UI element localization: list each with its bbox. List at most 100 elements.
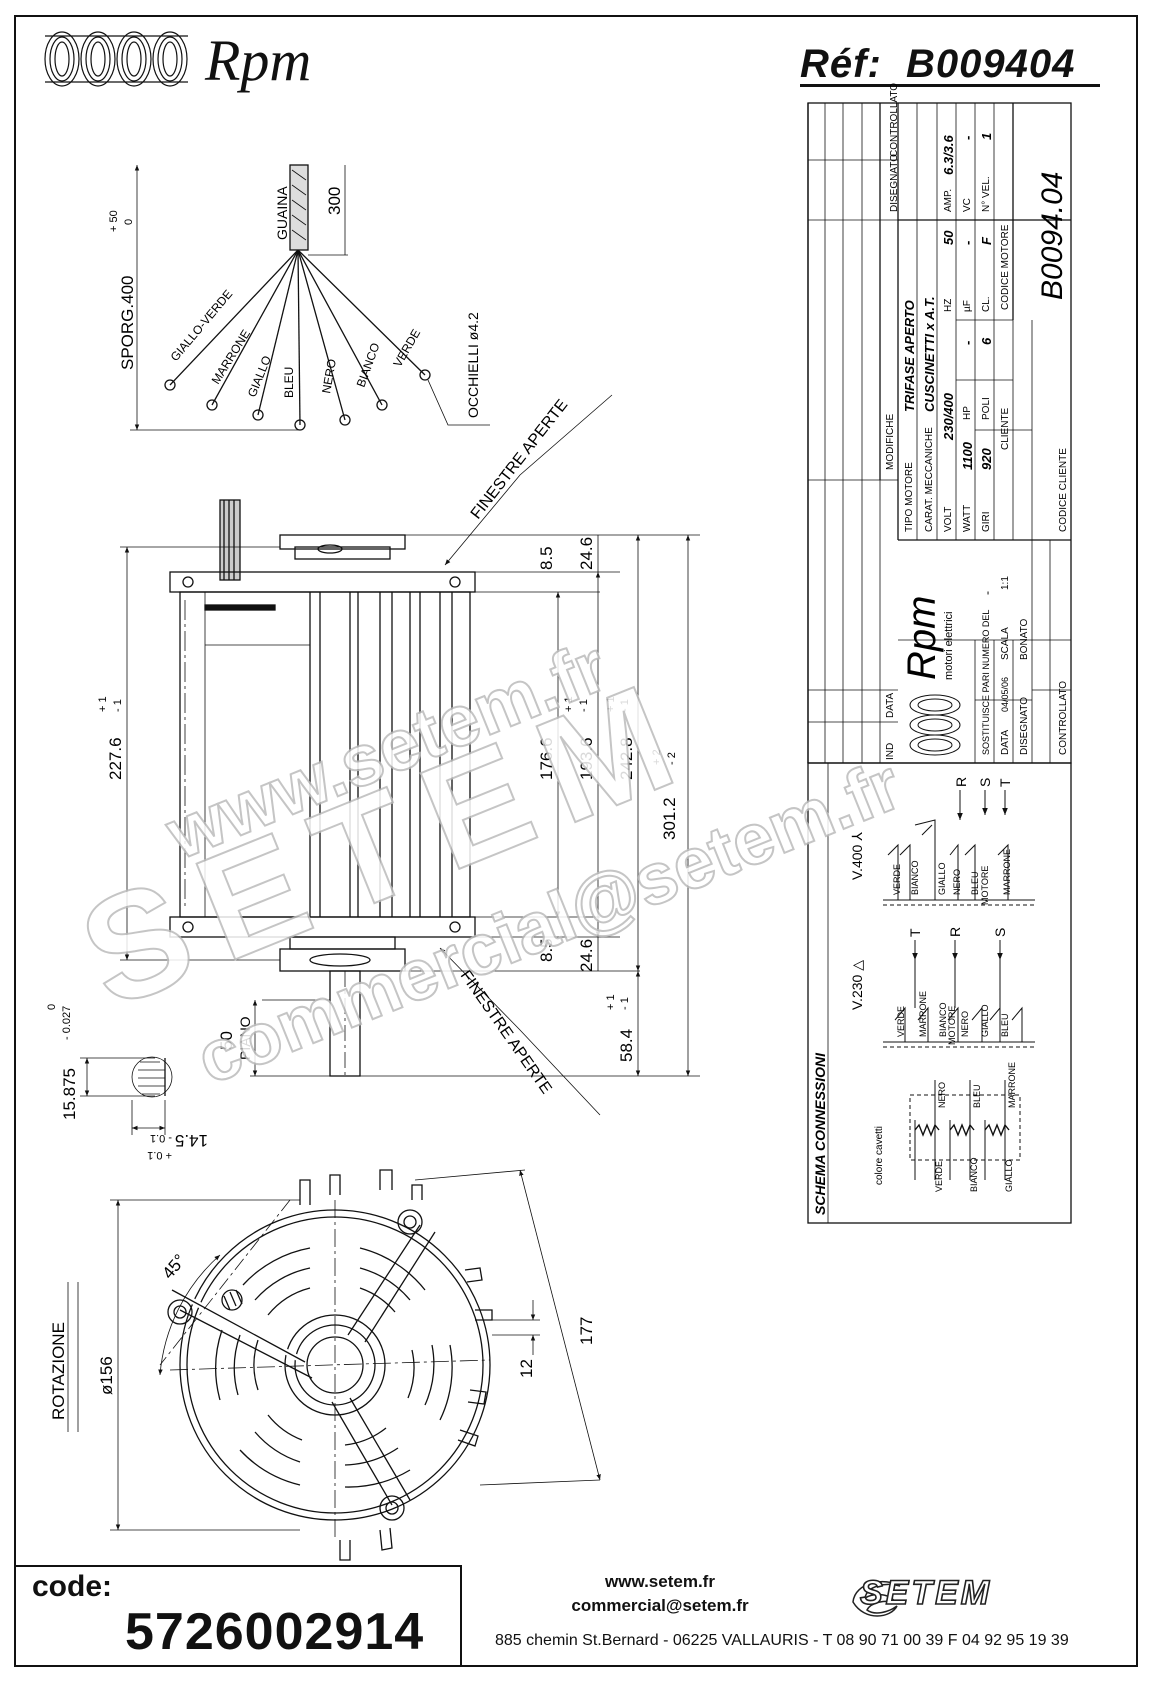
guaina-length: 300	[325, 187, 344, 215]
tb-codice-cliente-label: CODICE CLIENTE	[1058, 448, 1069, 532]
tb-logo-sub: motori elettrici	[943, 612, 955, 680]
coil-top-wire: NERO	[937, 1082, 947, 1108]
sporg-label: SPORG.400	[118, 276, 137, 371]
tb-amp-value: 6.3/3.6	[941, 134, 956, 175]
watermark: www.setem.fr SETEM commercial@setem.fr	[58, 625, 913, 1101]
wire-label: BIANCO	[354, 341, 383, 389]
v230-wire: NERO	[960, 1011, 970, 1037]
tb-giri-value: 920	[979, 448, 994, 470]
tb-uf-label: µF	[962, 300, 973, 312]
tb-giri-label: GIRI	[981, 511, 992, 532]
v230-wire: MARRONE	[918, 991, 928, 1037]
phase-R-delta: R	[947, 927, 963, 937]
wiring-harness	[130, 164, 490, 431]
tb-disegnato: DISEGNATO	[889, 154, 900, 212]
v230-wire: BIANCO	[938, 1002, 948, 1037]
coil-bottom-wire: GIALLO	[1004, 1159, 1014, 1192]
phase-R: R	[953, 777, 969, 787]
flat-tol-minus: - 0.1	[150, 1132, 172, 1144]
tb-scala-value: 1:1	[1000, 576, 1011, 590]
coil-top-wire: MARRONE	[1007, 1062, 1017, 1108]
dim-193-tol: + 1	[563, 696, 575, 712]
wire-label: BLEU	[282, 367, 296, 398]
piano-label: PIANO	[237, 1016, 253, 1060]
tb-volt-label: VOLT	[943, 507, 954, 532]
tb-logo-brand: Rpm	[900, 596, 944, 680]
dim-242-tol: - 1	[619, 699, 631, 712]
tb-nvel-label: N° VEL.	[981, 176, 992, 212]
tb-sostituisce: SOSTITUISCE PARI NUMERO DEL	[981, 610, 991, 755]
dim-176: 176.6	[537, 737, 556, 780]
tb-sostituisce-value: -	[980, 591, 994, 595]
wire-label: GIALLO	[245, 354, 274, 399]
dim-58-tol: + 1	[605, 994, 617, 1010]
tb-nvel-value: 1	[979, 133, 994, 140]
tb-data-label: DATA	[1000, 729, 1011, 755]
tb-vc-value: -	[960, 136, 975, 140]
front-diameter: ø156	[97, 1356, 116, 1395]
header-brand: Rpm	[205, 28, 312, 93]
tb-logo-coil-icon	[909, 694, 961, 756]
dim-58: 58.4	[617, 1029, 636, 1062]
tb-codice-motore-label: CODICE MOTORE	[1000, 224, 1011, 310]
dim-58-tol: - 1	[619, 997, 631, 1010]
v230-wire: BLEU	[1000, 1013, 1010, 1037]
colore-cavetti: colore cavetti	[874, 1126, 885, 1185]
tb-controllato: CONTROLLATO	[889, 83, 900, 157]
v400-label: V.400 ⅄	[849, 832, 865, 880]
side-view-dimensions	[80, 394, 700, 1135]
tb-scala-label: SCALA	[1000, 627, 1011, 660]
code-value: 5726002914	[125, 1603, 425, 1661]
v400-wire: MARRONE	[1002, 849, 1012, 895]
v400-wire: BLEU	[970, 871, 980, 895]
v400-wire: VERDE	[892, 864, 902, 895]
v400-motore: MOTORE	[980, 866, 990, 905]
schema-wiring	[883, 790, 1035, 1180]
email-link[interactable]: commercial@setem.fr	[571, 1596, 749, 1615]
tb-watt-label: WATT	[962, 505, 973, 532]
tb-poli-value: 6	[979, 337, 994, 345]
motor-front-view	[67, 1169, 601, 1561]
dim-24-6-bot: 24.6	[577, 939, 596, 972]
dim-227: 227.6	[106, 737, 125, 780]
v230-label: V.230 △	[849, 960, 865, 1010]
dim-24-6-top: 24.6	[577, 537, 596, 570]
website-link[interactable]: www.setem.fr	[605, 1572, 715, 1591]
drawing-sheet-border	[14, 15, 1138, 1667]
tb-disegnato-value: BONATO	[1019, 618, 1030, 660]
dim-242: 242.8	[617, 737, 636, 780]
contact-block: www.setem.fr commercial@setem.fr	[480, 1570, 840, 1618]
title-block-grid	[807, 102, 1072, 764]
reference-number: Réf: B009404	[800, 42, 1076, 86]
tb-hz-value: 50	[941, 230, 956, 245]
schema-labels: R S T T R S VERDE BIANCO GIALLO NERO BLE…	[892, 777, 1017, 1192]
rpm-coil-logo-icon	[44, 31, 188, 87]
tb-cl-value: F	[979, 236, 994, 245]
tb-vc-label: VC	[962, 198, 973, 212]
tb-tipo-motore-value: TRIFASE APERTO	[902, 300, 917, 412]
tb-carat-label: CARAT. MECCANICHE	[924, 427, 935, 532]
shaft-dia-tol: - 0.027	[61, 1006, 73, 1040]
tb-data-value: 04/05/06	[1000, 677, 1010, 712]
v400-wire: BIANCO	[910, 860, 920, 895]
wire-label: NERO	[319, 358, 339, 395]
phase-S: S	[977, 778, 993, 787]
sporg-tol-plus: + 50	[108, 210, 120, 232]
schema-title: SCHEMA CONNESSIONI	[812, 1052, 828, 1215]
v230-wire: GIALLO	[980, 1004, 990, 1037]
v230-motore: MOTORE	[947, 1006, 957, 1045]
dim-227-tol: + 1	[97, 696, 109, 712]
coil-top-wire: BLEU	[972, 1084, 982, 1108]
v400-wire: NERO	[952, 869, 962, 895]
dim-8-5-top: 8.5	[537, 546, 556, 570]
tb-hz-label: HZ	[943, 299, 954, 312]
shaft-diameter: 15.875	[60, 1068, 79, 1120]
shaft-50: 50	[217, 1031, 236, 1050]
wire-label: VERDE	[390, 327, 423, 370]
tb-hp-value: -	[960, 341, 975, 345]
dim-193-tol: - 1	[578, 699, 590, 712]
wire-label: MARRONE	[209, 327, 253, 386]
dim-301-tol: - 2	[666, 752, 678, 765]
code-box	[14, 1565, 462, 1667]
